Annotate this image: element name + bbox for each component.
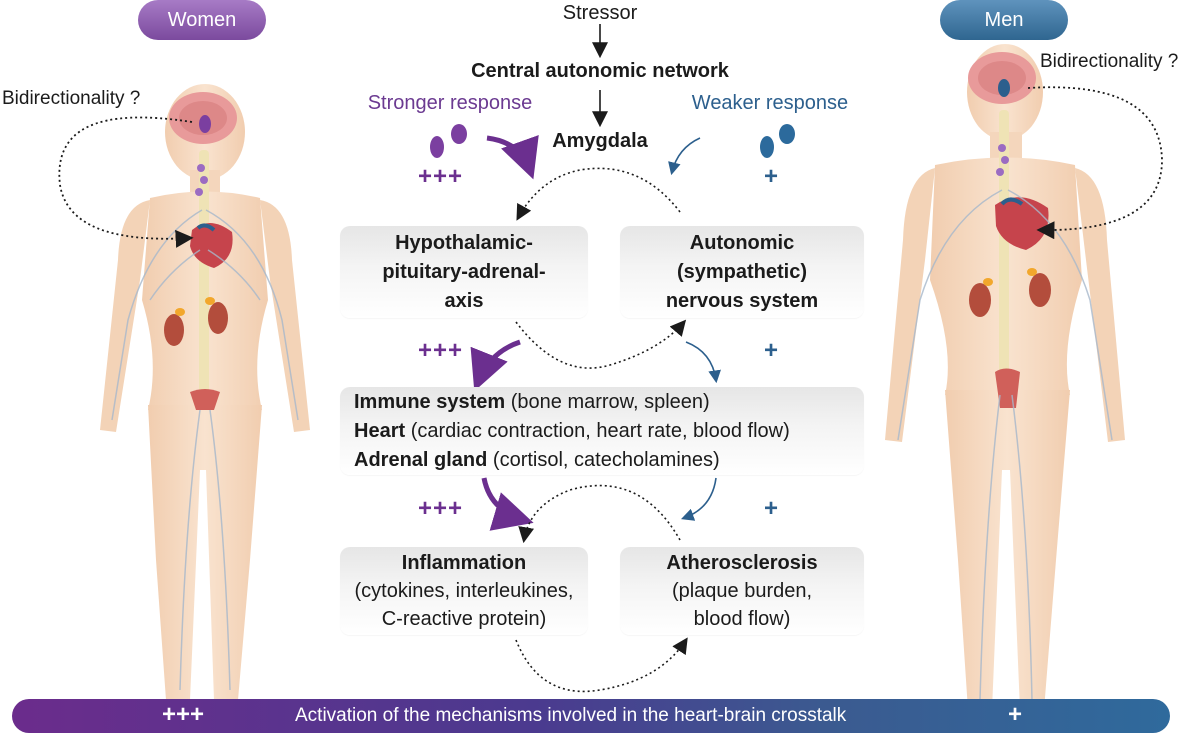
heart-detail: (cardiac contraction, heart rate, blood … xyxy=(405,419,790,442)
inflammation-line-2: (cytokines, interleukines, xyxy=(354,580,574,602)
heart-title: Heart xyxy=(354,419,406,442)
immune-system-line: Immune system (bone marrow, spleen) xyxy=(354,388,710,417)
bidirectionality-loop-left xyxy=(58,116,194,248)
central-network-label: Central autonomic network xyxy=(471,60,729,82)
plus-weak-amygdala: + xyxy=(764,163,779,190)
bidirectionality-left-label: Bidirectionality ? xyxy=(2,88,141,109)
immune-system-title: Immune system xyxy=(354,390,506,413)
inflammation-box: Inflammation (cytokines, interleukines, … xyxy=(340,547,588,635)
inflammation-title: Inflammation xyxy=(401,552,527,574)
plus-strong-amygdala: +++ xyxy=(418,163,464,190)
arrow-strong-inflammation xyxy=(481,477,534,531)
heart-line: Heart (cardiac contraction, heart rate, … xyxy=(354,417,790,446)
ans-line-2: (sympathetic) xyxy=(676,260,808,283)
amygdala-label: Amygdala xyxy=(552,130,648,152)
man-figure xyxy=(885,44,1125,710)
women-label: Women xyxy=(138,0,266,40)
weaker-response-label: Weaker response xyxy=(691,92,849,114)
woman-figure xyxy=(100,84,310,700)
bar-caption: Activation of the mechanisms involved in… xyxy=(295,705,847,726)
ans-line-3: nervous system xyxy=(665,289,819,312)
crosstalk-activation-bar: +++ Activation of the mechanisms involve… xyxy=(12,699,1170,733)
atherosclerosis-title: Atherosclerosis xyxy=(666,552,818,574)
arrow-weak-atherosclerosis xyxy=(680,477,717,521)
autonomic-nervous-system-box: Autonomic (sympathetic) nervous system xyxy=(620,226,864,318)
plus-strong-hpa: +++ xyxy=(418,337,464,364)
hpa-line-3: axis xyxy=(444,289,484,312)
hpa-line-1: Hypothalamic- xyxy=(395,231,533,254)
plus-weak-organs: + xyxy=(764,495,779,522)
arrow-strong-organs xyxy=(470,339,521,392)
men-label: Men xyxy=(940,0,1068,40)
adrenal-gland-line: Adrenal gland (cortisol, catecholamines) xyxy=(354,446,720,475)
target-organs-box: Immune system (bone marrow, spleen) Hear… xyxy=(340,387,864,475)
bar-plus-women: +++ xyxy=(162,701,205,728)
arrow-weak-amygdala xyxy=(668,137,701,176)
amygdala-blue-icon xyxy=(760,124,795,158)
loop-amygdala xyxy=(516,167,681,221)
adrenal-gland-title: Adrenal gland xyxy=(354,448,488,471)
stronger-response-label: Stronger response xyxy=(367,92,533,114)
bar-plus-men: + xyxy=(1008,701,1023,728)
hpa-axis-box: Hypothalamic- pituitary-adrenal- axis xyxy=(340,226,588,318)
loop-inflam-athero xyxy=(515,637,688,693)
atherosclerosis-line-2: (plaque burden, xyxy=(671,580,813,602)
loop-athero-inflam xyxy=(518,484,681,544)
amygdala-purple-icon xyxy=(430,124,467,158)
loop-hpa-ans xyxy=(515,319,687,369)
bidirectionality-right-label: Bidirectionality ? xyxy=(1040,51,1179,72)
inflammation-line-3: C-reactive protein) xyxy=(381,608,547,630)
plus-weak-ans: + xyxy=(764,337,779,364)
arrow-weak-organs xyxy=(685,341,721,384)
atherosclerosis-box: Atherosclerosis (plaque burden, blood fl… xyxy=(620,547,864,635)
ans-line-1: Autonomic xyxy=(689,231,795,254)
adrenal-gland-detail: (cortisol, catecholamines) xyxy=(487,448,720,471)
stressor-label: Stressor xyxy=(562,2,638,24)
hpa-line-2: pituitary-adrenal- xyxy=(382,260,546,283)
atherosclerosis-line-3: blood flow) xyxy=(693,608,791,630)
immune-system-detail: (bone marrow, spleen) xyxy=(505,390,710,413)
plus-strong-organs: +++ xyxy=(418,495,464,522)
arrow-strong-amygdala xyxy=(486,135,539,180)
